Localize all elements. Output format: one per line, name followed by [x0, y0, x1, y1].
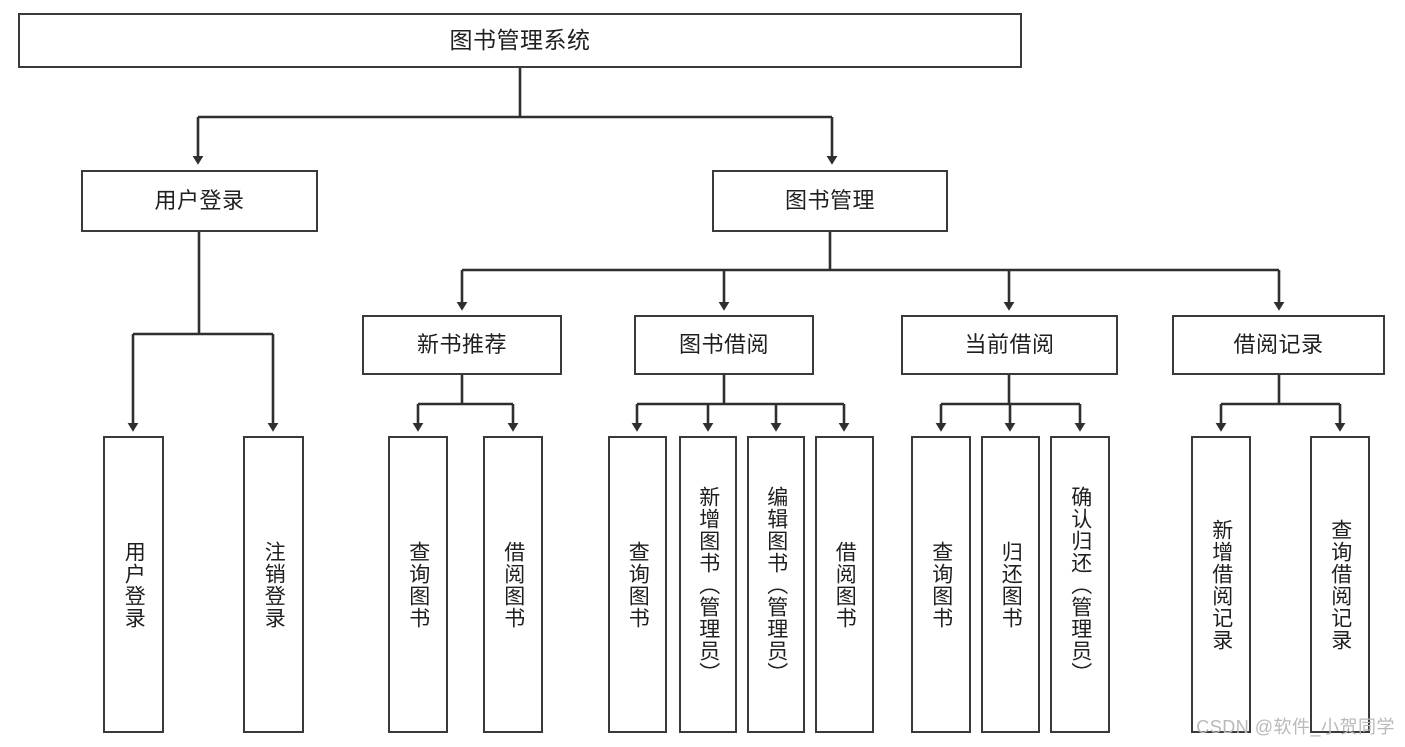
node-label: 新增图书（管理员） — [696, 485, 720, 684]
leaf-current-borrow-query[interactable]: 查询图书 — [911, 436, 971, 733]
node-label: 新书推荐 — [416, 332, 507, 358]
leaf-user-login-logout[interactable]: 注销登录 — [243, 436, 304, 733]
node-label: 注销登录 — [262, 540, 286, 629]
node-label: 查询图书 — [626, 540, 650, 629]
node-label: 借阅图书 — [833, 540, 857, 629]
node-borrow-record[interactable]: 借阅记录 — [1172, 315, 1385, 375]
node-label: 图书管理系统 — [449, 27, 591, 54]
node-label: 查询图书 — [929, 540, 953, 629]
leaf-current-borrow-confirm-return[interactable]: 确认归还（管理员） — [1050, 436, 1110, 733]
node-root-system[interactable]: 图书管理系统 — [18, 13, 1022, 68]
node-label: 当前借阅 — [964, 332, 1055, 358]
leaf-book-borrow-borrow[interactable]: 借阅图书 — [815, 436, 874, 733]
node-label: 归还图书 — [999, 540, 1023, 629]
leaf-borrow-record-query[interactable]: 查询借阅记录 — [1310, 436, 1370, 733]
node-label: 图书管理 — [784, 188, 875, 214]
node-label: 用户登录 — [154, 188, 245, 214]
node-label: 借阅图书 — [501, 540, 525, 629]
node-user-login[interactable]: 用户登录 — [81, 170, 318, 232]
leaf-current-borrow-return[interactable]: 归还图书 — [981, 436, 1040, 733]
leaf-new-book-borrow[interactable]: 借阅图书 — [483, 436, 543, 733]
node-current-borrow[interactable]: 当前借阅 — [901, 315, 1118, 375]
leaf-user-login-login[interactable]: 用户登录 — [103, 436, 164, 733]
watermark: CSDN @软件_小贺同学 — [1196, 717, 1395, 737]
node-book-management[interactable]: 图书管理 — [712, 170, 948, 232]
node-label: 图书借阅 — [678, 332, 769, 358]
node-label: 新增借阅记录 — [1209, 518, 1233, 651]
node-label: 用户登录 — [122, 540, 146, 629]
node-label: 查询借阅记录 — [1328, 518, 1352, 651]
node-label: 编辑图书（管理员） — [764, 485, 788, 684]
node-new-book-recommend[interactable]: 新书推荐 — [362, 315, 562, 375]
leaf-book-borrow-add[interactable]: 新增图书（管理员） — [679, 436, 737, 733]
leaf-borrow-record-add[interactable]: 新增借阅记录 — [1191, 436, 1251, 733]
node-book-borrow[interactable]: 图书借阅 — [634, 315, 814, 375]
leaf-new-book-query[interactable]: 查询图书 — [388, 436, 448, 733]
node-label: 确认归还（管理员） — [1068, 485, 1092, 684]
leaf-book-borrow-query[interactable]: 查询图书 — [608, 436, 667, 733]
node-label: 查询图书 — [406, 540, 430, 629]
node-label: 借阅记录 — [1233, 332, 1324, 358]
leaf-book-borrow-edit[interactable]: 编辑图书（管理员） — [747, 436, 805, 733]
